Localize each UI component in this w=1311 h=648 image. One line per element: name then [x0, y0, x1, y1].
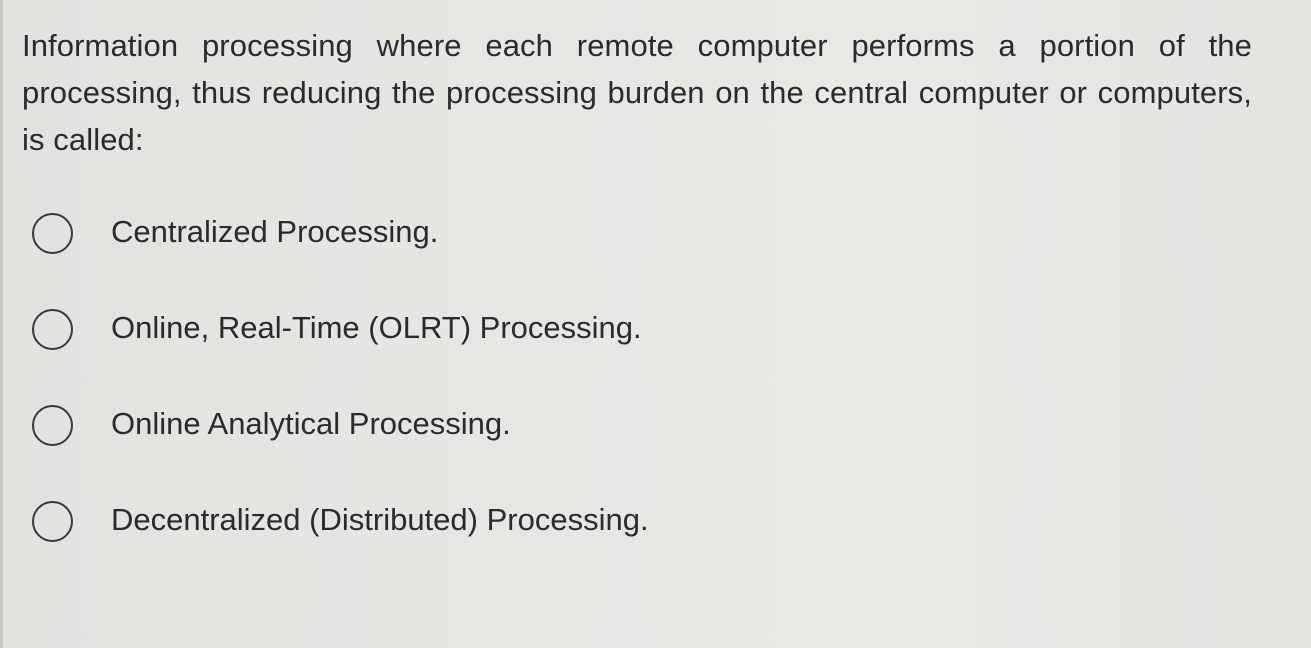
option-olrt[interactable]: Online, Real-Time (OLRT) Processing. [32, 303, 932, 399]
option-decentralized[interactable]: Decentralized (Distributed) Processing. [32, 495, 932, 591]
question-text: Information processing where each remote… [22, 28, 1252, 157]
option-label[interactable]: Centralized Processing. [111, 214, 439, 249]
option-centralized[interactable]: Centralized Processing. [32, 207, 932, 303]
radio-button[interactable] [32, 501, 73, 542]
option-olap[interactable]: Online Analytical Processing. [32, 399, 932, 495]
page-edge [0, 0, 3, 648]
option-label[interactable]: Online Analytical Processing. [111, 406, 511, 441]
radio-button[interactable] [32, 309, 73, 350]
radio-button[interactable] [32, 405, 73, 446]
radio-button[interactable] [32, 213, 73, 254]
answer-options: Centralized Processing. Online, Real-Tim… [32, 207, 932, 591]
option-label[interactable]: Decentralized (Distributed) Processing. [111, 502, 649, 537]
option-label[interactable]: Online, Real-Time (OLRT) Processing. [111, 310, 642, 345]
